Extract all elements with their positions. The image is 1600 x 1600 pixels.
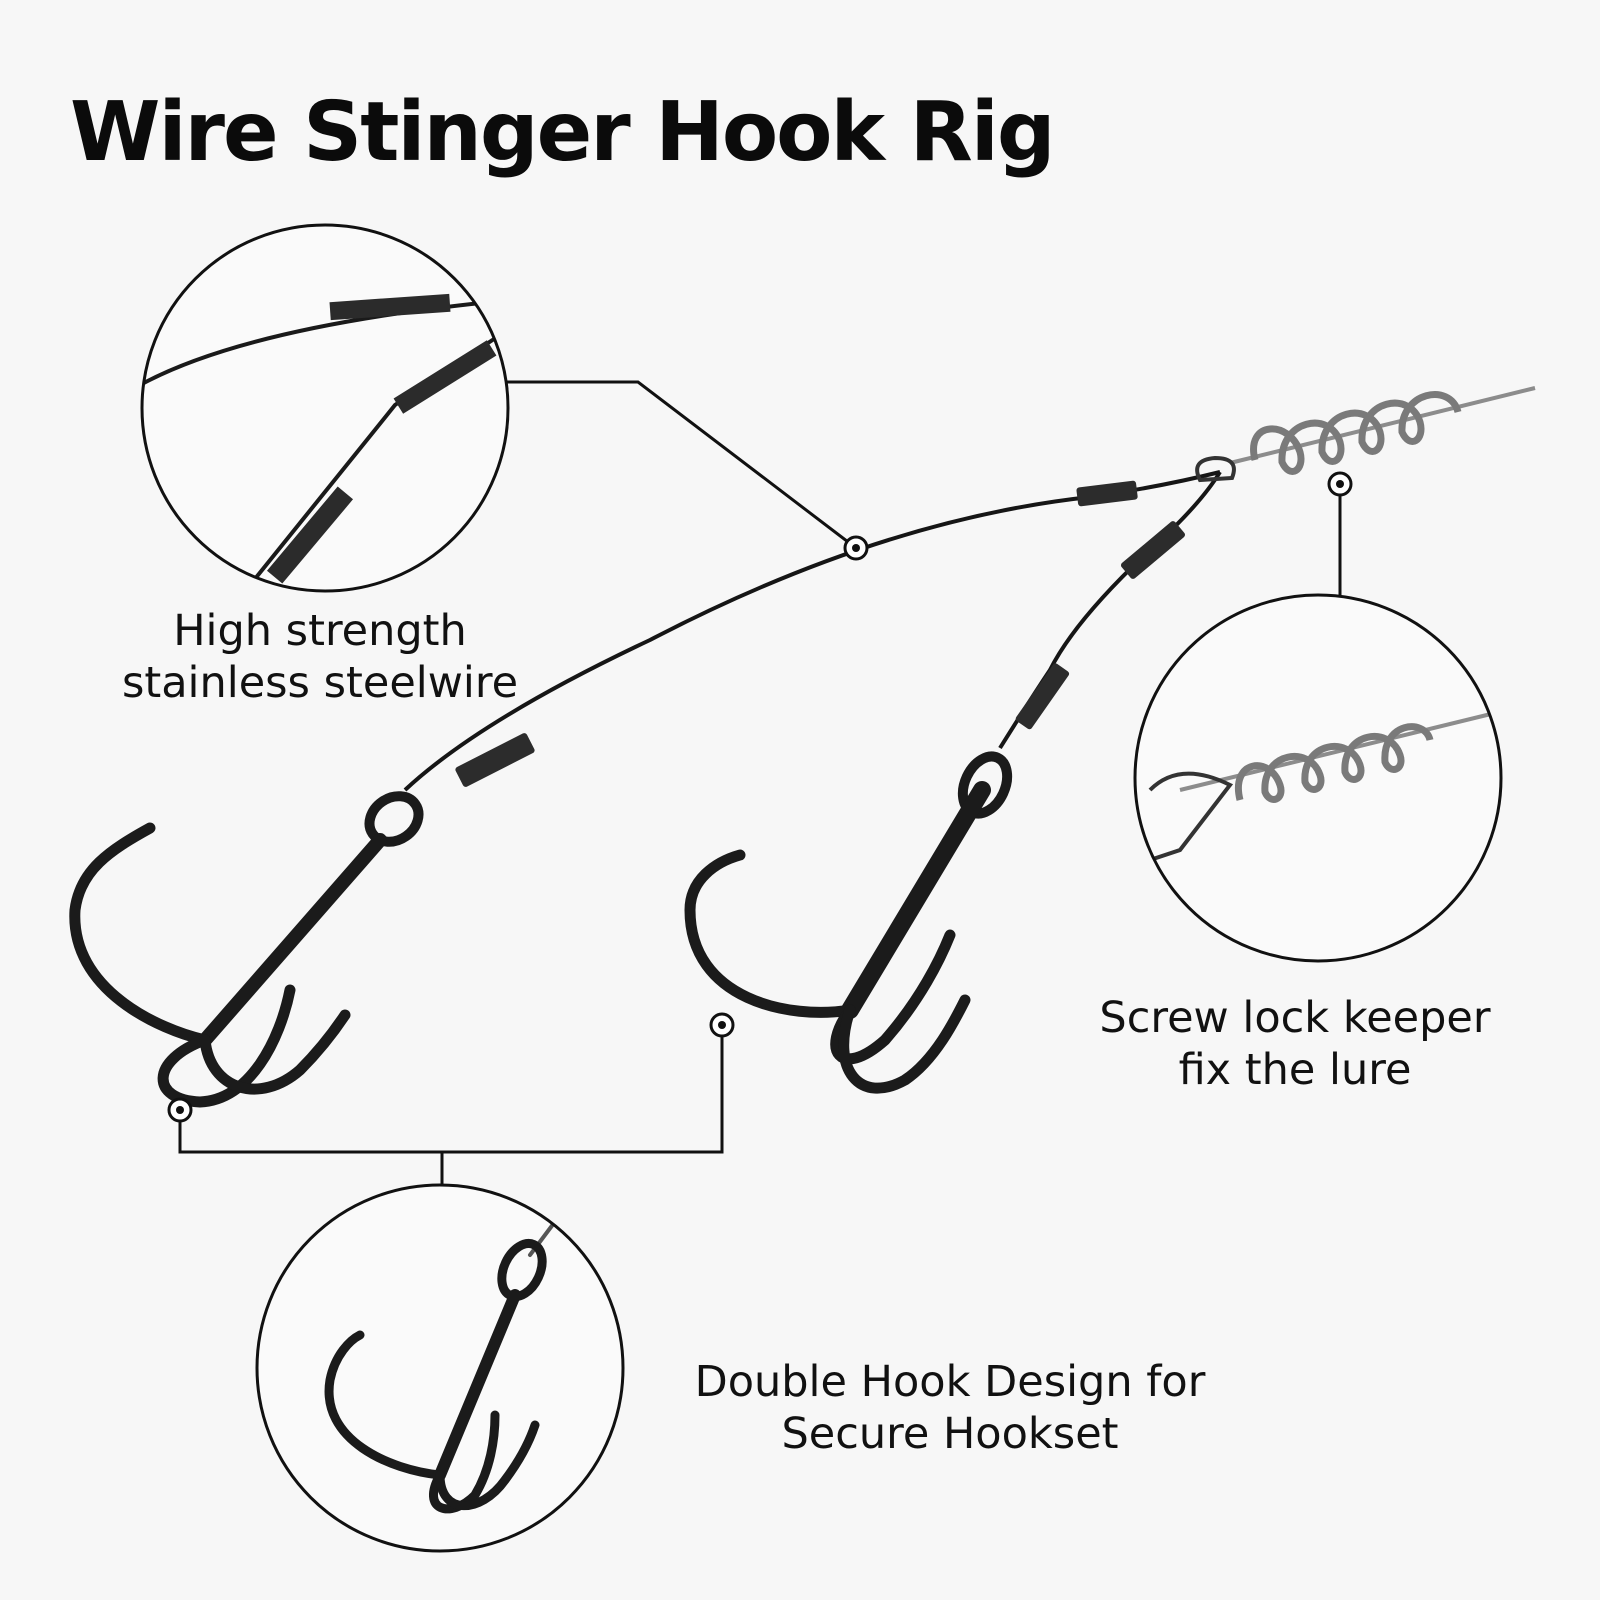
callout-marker-icon [1327, 471, 1353, 497]
callout-marker-icon [709, 1012, 735, 1038]
feature-caption-screw: Screw lock keeper fix the lure [1035, 993, 1555, 1096]
detail-circle-hook [255, 1183, 625, 1553]
caption-line: Screw lock keeper [1099, 993, 1491, 1043]
detail-circle-wire [140, 223, 510, 593]
treble-hook-left-icon [69, 791, 424, 1108]
caption-line: fix the lure [1178, 1044, 1412, 1095]
crimp-sleeve-icon [1076, 480, 1138, 507]
caption-line: High strength [173, 606, 467, 656]
caption-line: Secure Hookset [781, 1408, 1119, 1459]
callout-marker-icon [843, 535, 869, 561]
caption-line: stainless steelwire [121, 657, 519, 708]
treble-hook-right-icon [684, 751, 1013, 1094]
caption-line: Double Hook Design for [694, 1357, 1206, 1407]
feature-caption-hook: Double Hook Design for Secure Hookset [640, 1357, 1260, 1460]
page-title: Wire Stinger Hook Rig [70, 85, 1056, 180]
callout-connector-wire [500, 380, 857, 550]
callout-marker-icon [167, 1097, 193, 1123]
crimp-sleeve-icon [1015, 663, 1070, 730]
detail-circle-screw [1133, 593, 1503, 963]
crimp-sleeve-icon [1120, 521, 1186, 579]
crimp-sleeve-icon [455, 733, 535, 787]
feature-caption-wire: High strength stainless steelwire [60, 606, 580, 709]
callout-connector-hooks [178, 1025, 724, 1185]
screw-lock-keeper-icon [1195, 386, 1536, 483]
